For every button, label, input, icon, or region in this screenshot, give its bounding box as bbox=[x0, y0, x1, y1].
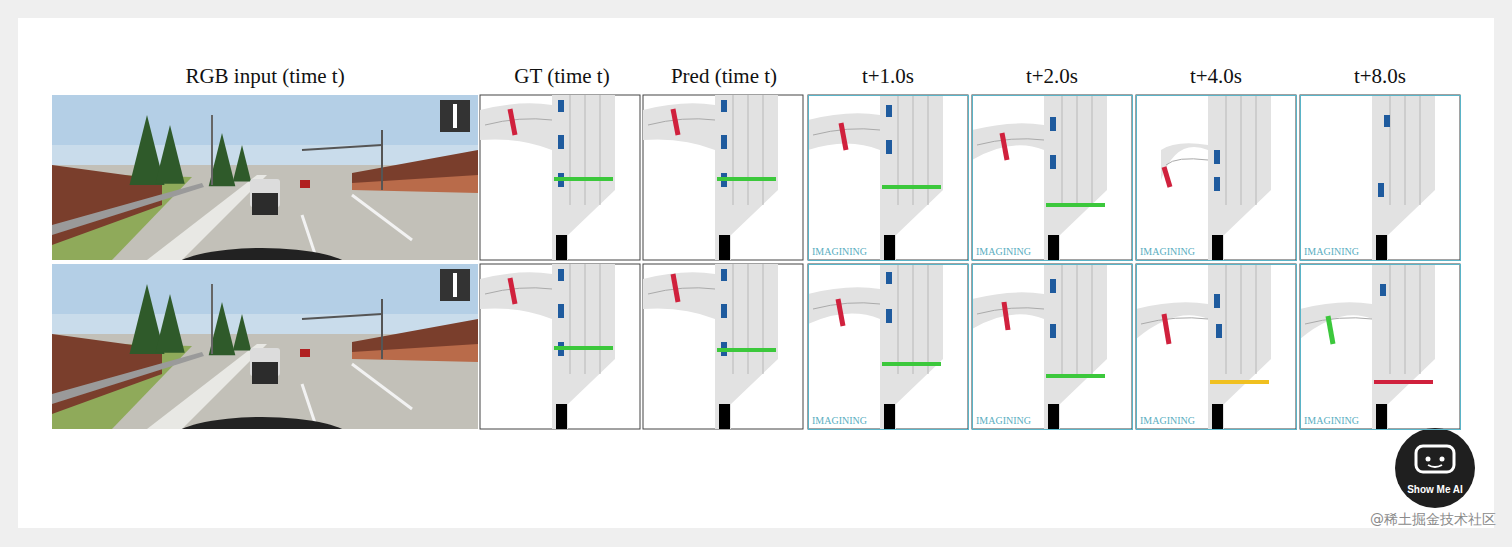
panel-tag: IMAGINING bbox=[1139, 246, 1196, 258]
imagination-panel: IMAGINING bbox=[1136, 264, 1297, 430]
logo-text: Show Me AI bbox=[1407, 484, 1463, 495]
watermark: @稀土掘金技术社区 bbox=[1370, 511, 1496, 529]
panel-tag: IMAGINING bbox=[1139, 415, 1196, 427]
panel-tag: IMAGINING bbox=[811, 415, 868, 427]
imagination-panel: IMAGINING bbox=[808, 95, 969, 261]
imagination-panel: IMAGINING bbox=[1300, 95, 1461, 261]
panel-tag: IMAGINING bbox=[975, 246, 1032, 258]
imagination-panel: IMAGINING bbox=[972, 95, 1133, 261]
column-header: RGB input (time t) bbox=[185, 64, 344, 89]
panel-tag: IMAGINING bbox=[975, 415, 1032, 427]
column-header: t+2.0s bbox=[1026, 64, 1078, 89]
column-header: t+4.0s bbox=[1190, 64, 1242, 89]
imagination-panel: IMAGINING bbox=[972, 264, 1133, 430]
column-header: t+8.0s bbox=[1354, 64, 1406, 89]
imagination-panel: IMAGINING bbox=[1136, 95, 1297, 261]
column-header: GT (time t) bbox=[514, 64, 609, 89]
column-header: Pred (time t) bbox=[671, 64, 777, 89]
panel-tag: IMAGINING bbox=[1303, 246, 1360, 258]
panel-tag: IMAGINING bbox=[1303, 415, 1360, 427]
column-header: t+1.0s bbox=[862, 64, 914, 89]
panel-tag: IMAGINING bbox=[811, 246, 868, 258]
imagination-panel: IMAGINING bbox=[808, 264, 969, 430]
imagination-panel: IMAGINING bbox=[1300, 264, 1461, 430]
